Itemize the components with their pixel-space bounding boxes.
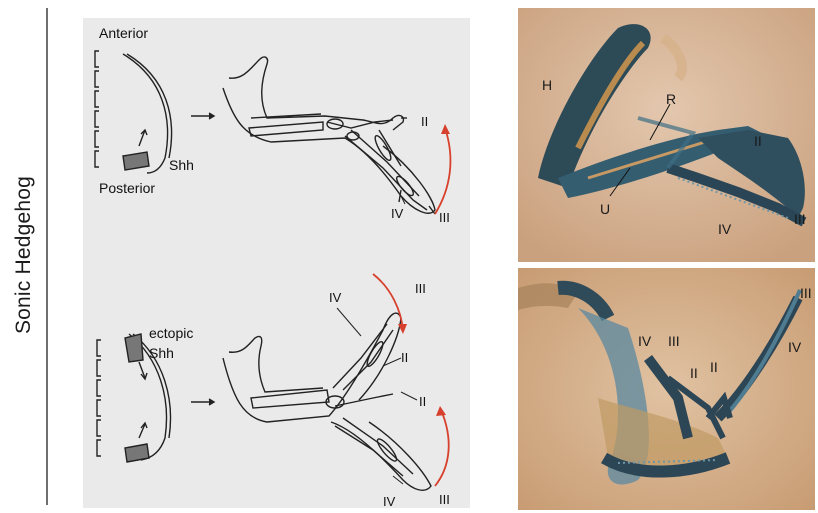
red-arc-bottom-lower: [435, 410, 449, 486]
top-digit-ii: II: [421, 114, 428, 129]
vertical-divider: [46, 8, 48, 505]
photo-top-label-h: H: [542, 77, 552, 93]
label-shh-top: Shh: [169, 157, 194, 173]
limb-skeleton-top: [223, 57, 435, 213]
normal-wing-specimen: H R U II IV III: [518, 8, 815, 262]
bottom-digit-ii-upper: II: [401, 350, 408, 365]
bottom-digit-iii-lower: III: [439, 492, 450, 507]
photo-top-label-iv: IV: [718, 221, 732, 237]
label-posterior: Posterior: [99, 180, 155, 196]
label-anterior: Anterior: [99, 25, 148, 41]
photo-top-label-iii: III: [794, 211, 806, 227]
shh-zone-bottom: [125, 444, 149, 462]
bottom-digit-iii-upper: III: [415, 281, 426, 296]
duplicated-wing-specimen: III IV III IV II II: [518, 268, 815, 510]
label-shh-bottom: Shh: [149, 345, 174, 361]
red-arc-bottom-upper: [373, 274, 403, 330]
photo-top-label-u: U: [600, 201, 610, 217]
bottom-digit-iv-upper: IV: [329, 290, 342, 305]
photo-bottom-label-iv-left: IV: [638, 333, 652, 349]
somite-brackets-bottom: [97, 340, 101, 456]
red-arc-top: [435, 128, 450, 214]
side-title: Sonic Hedgehog: [4, 130, 44, 380]
bottom-digit-iv-lower: IV: [383, 494, 396, 508]
ectopic-shh-zone: [125, 334, 143, 362]
top-digit-iv: IV: [391, 206, 404, 221]
diagram-panel: Anterior Posterior Shh ectopic Shh II IV…: [83, 18, 470, 508]
side-title-text: Sonic Hedgehog: [12, 176, 36, 334]
photo-normal-wing: H R U II IV III: [518, 8, 815, 262]
bottom-digit-ii-lower: II: [419, 394, 426, 409]
somite-brackets-top: [95, 51, 99, 167]
photo-bottom-label-ii-left: II: [690, 365, 698, 381]
photo-duplicated-wing: III IV III IV II II: [518, 268, 815, 510]
label-ectopic: ectopic: [149, 325, 193, 341]
limb-diagram: Anterior Posterior Shh ectopic Shh II IV…: [83, 18, 470, 508]
limb-skeleton-bottom: [223, 313, 431, 490]
shh-zone-top: [123, 152, 149, 170]
photo-bottom-label-iv-right: IV: [788, 339, 802, 355]
top-digit-iii: III: [439, 210, 450, 225]
photo-top-label-ii: II: [754, 133, 762, 149]
photo-bottom-label-iii-left: III: [668, 333, 680, 349]
photo-bottom-label-ii-right: II: [710, 359, 718, 375]
photo-top-label-r: R: [666, 91, 676, 107]
photo-bottom-label-iii-right: III: [800, 285, 812, 301]
